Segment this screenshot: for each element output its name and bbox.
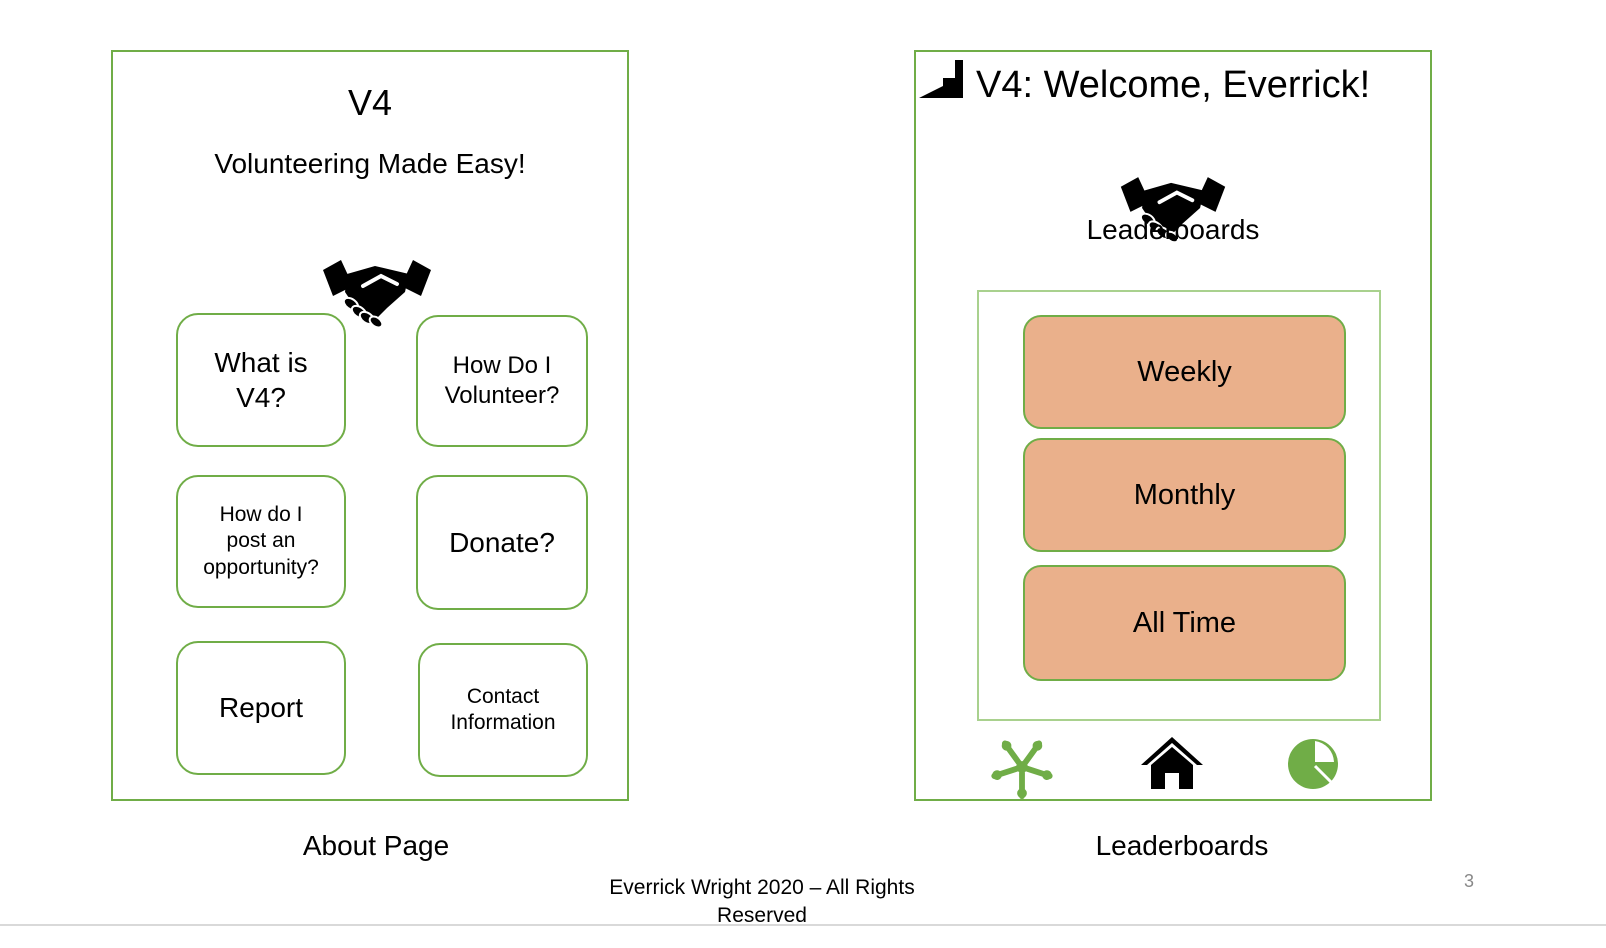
leaderboards-frame: V4: Welcome, Everrick! Leaderboards Week…: [914, 50, 1432, 801]
about-subtitle: Volunteering Made Easy!: [214, 148, 526, 179]
copyright-text: Everrick Wright 2020 – All Rights Reserv…: [609, 876, 915, 928]
what-is-v4-button[interactable]: What is V4?: [176, 313, 346, 447]
corner-step-icon: [919, 60, 963, 98]
report-button[interactable]: Report: [176, 641, 346, 775]
leaderboards-heading: Leaderboards: [1086, 214, 1260, 245]
home-icon[interactable]: [1139, 735, 1205, 791]
handshake-icon: [1120, 177, 1226, 243]
about-page-caption: About Page: [302, 830, 450, 861]
about-title: V4: [347, 82, 393, 123]
donate-button[interactable]: Donate?: [416, 475, 588, 610]
leaderboards-caption: Leaderboards: [1095, 830, 1269, 861]
leaderboard-options-panel: [977, 290, 1381, 721]
post-opportunity-button[interactable]: How do I post an opportunity?: [176, 475, 346, 608]
all-time-button[interactable]: All Time: [1023, 565, 1346, 681]
handshake-icon: [323, 260, 431, 328]
contact-information-button[interactable]: Contact Information: [418, 643, 588, 777]
pie-chart-icon[interactable]: [1287, 738, 1339, 790]
monthly-button[interactable]: Monthly: [1023, 438, 1346, 552]
slide-bottom-divider: [0, 924, 1606, 926]
welcome-title: V4: Welcome, Everrick!: [976, 64, 1371, 106]
how-do-i-volunteer-button[interactable]: How Do I Volunteer?: [416, 315, 588, 447]
about-page-frame: V4 Volunteering Made Easy! What is V4? H…: [111, 50, 629, 801]
page-number: 3: [1464, 871, 1475, 891]
community-hands-icon[interactable]: [986, 733, 1058, 801]
weekly-button[interactable]: Weekly: [1023, 315, 1346, 429]
